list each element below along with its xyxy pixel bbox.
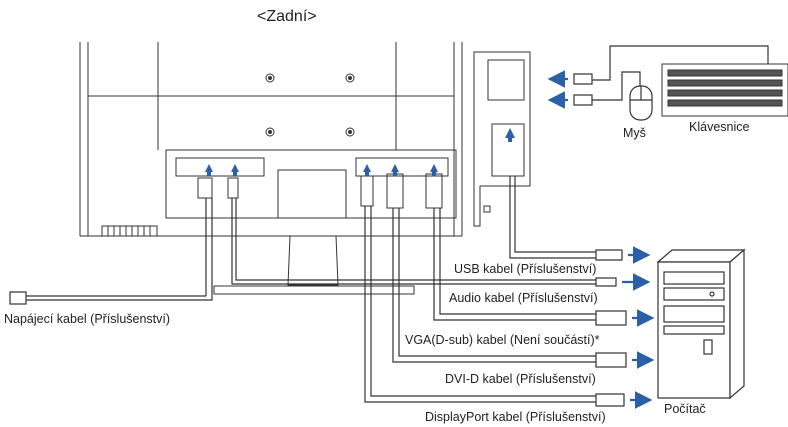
dvi-cable-label: DVI-D kabel (Příslušenství) <box>445 372 596 386</box>
displayport-cable-label: DisplayPort kabel (Příslušenství) <box>425 410 606 424</box>
monitor-back <box>79 42 531 295</box>
computer-icon <box>656 248 746 400</box>
mouse-label: Myš <box>623 126 646 140</box>
direction-arrows <box>547 70 655 409</box>
plugs <box>9 73 627 407</box>
mouse-icon <box>629 85 653 121</box>
usb-cable-label: USB kabel (Příslušenství) <box>454 262 597 276</box>
audio-cable-label: Audio kabel (Příslušenství) <box>449 291 598 305</box>
power-cable-label: Napájecí kabel (Příslušenství) <box>4 312 171 326</box>
port-arrows <box>205 128 515 176</box>
diagram-title: <Zadní> <box>257 8 317 25</box>
vga-cable-label: VGA(D-sub) kabel (Není součástí)* <box>405 333 600 347</box>
keyboard-icon <box>661 63 788 117</box>
keyboard-label: Klávesnice <box>689 120 750 134</box>
computer-label: Počítač <box>664 402 706 416</box>
cables <box>24 45 769 403</box>
